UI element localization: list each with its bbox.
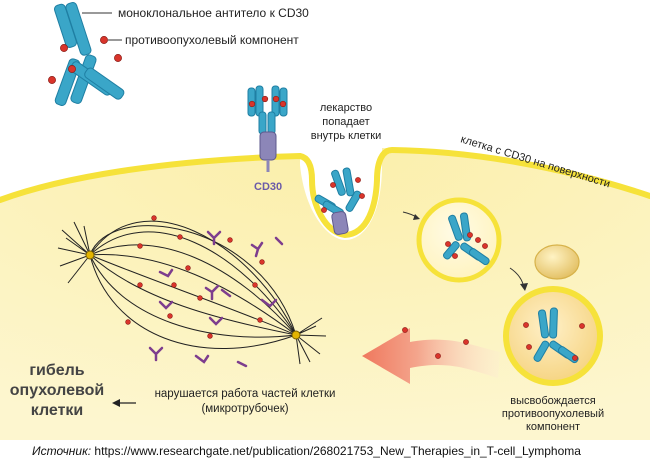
disruption-label: нарушается работа частей клетки (микротр… — [155, 388, 336, 415]
release-label: высвобождается противоопухолевый компоне… — [502, 395, 604, 433]
source-url: https://www.researchgate.net/publication… — [94, 444, 581, 458]
endocytosing-antibody — [314, 167, 365, 235]
svg-text:лекарство: лекарство — [320, 102, 372, 114]
cell-membrane — [0, 146, 650, 239]
tubulin-disruption-markers — [148, 230, 284, 368]
svg-text:внутрь клетки: внутрь клетки — [311, 130, 381, 142]
legend-payload-label: противоопухолевый компонент — [125, 33, 299, 47]
svg-text:опухолевой: опухолевой — [10, 382, 105, 399]
svg-text:высвобождается: высвобождается — [510, 395, 595, 407]
arrow-to-death-head — [112, 399, 120, 407]
svg-text:попадает: попадает — [322, 116, 369, 128]
vesicle-antibody — [443, 212, 490, 266]
spindle-payload-markers — [125, 215, 265, 339]
centrosome-right — [291, 330, 301, 340]
source-prefix: Источник: — [32, 444, 91, 458]
arrow-to-lysosome-head — [520, 283, 528, 291]
cd30-receptor — [259, 131, 277, 161]
svg-text:гибель: гибель — [29, 362, 84, 379]
lysosome-antibody — [523, 307, 585, 364]
legend-antibody-icon — [48, 2, 125, 106]
svg-text:противоопухолевый: противоопухолевый — [502, 408, 604, 420]
cd30-label: CD30 — [254, 181, 282, 193]
arrow-to-vesicle-head — [413, 214, 420, 220]
svg-text:(микротрубочек): (микротрубочек) — [201, 403, 288, 415]
mitotic-spindle — [57, 220, 327, 365]
legend-antibody-label: моноклональное антитело к CD30 — [118, 6, 309, 20]
released-payload-particles — [402, 327, 469, 359]
svg-text:клетки: клетки — [31, 402, 84, 419]
cd30-bound-antibody — [247, 85, 288, 172]
drug-enters-label: лекарство попадает внутрь клетки — [311, 102, 381, 142]
release-flow-arrow — [362, 328, 500, 384]
svg-text:компонент: компонент — [526, 421, 580, 433]
svg-text:нарушается работа частей клетк: нарушается работа частей клетки — [155, 388, 336, 400]
small-lysosome — [534, 244, 580, 280]
cell-death-label: гибель опухолевой клетки — [10, 362, 105, 419]
source-line: Источник: https://www.researchgate.net/p… — [32, 444, 581, 458]
centrosome-left — [85, 250, 95, 260]
